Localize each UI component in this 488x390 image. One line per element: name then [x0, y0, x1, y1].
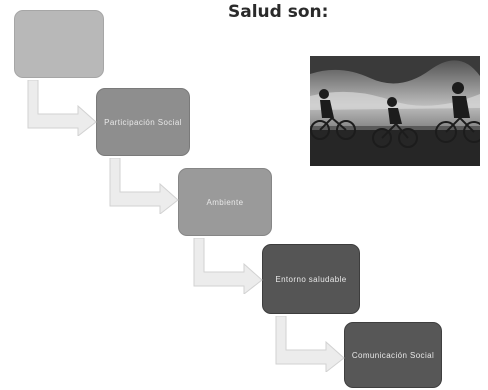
cyclists-photo — [310, 56, 480, 166]
bent-arrow-1 — [27, 80, 97, 136]
diagram-step-1 — [14, 10, 104, 78]
slide-title: Salud son: — [228, 2, 329, 22]
diagram-step-3: Ambiente — [178, 168, 272, 236]
step-4-label: Entorno saludable — [275, 274, 347, 284]
bent-arrow-2 — [109, 158, 179, 214]
step-2-label: Participación Social — [104, 117, 182, 127]
diagram-step-5: Comunicación Social — [344, 322, 442, 388]
diagram-step-2: Participación Social — [96, 88, 190, 156]
step-3-label: Ambiente — [206, 197, 244, 207]
step-5-label: Comunicación Social — [351, 350, 435, 360]
bent-arrow-4 — [275, 316, 345, 372]
diagram-step-4: Entorno saludable — [262, 244, 360, 314]
bent-arrow-3 — [193, 238, 263, 294]
